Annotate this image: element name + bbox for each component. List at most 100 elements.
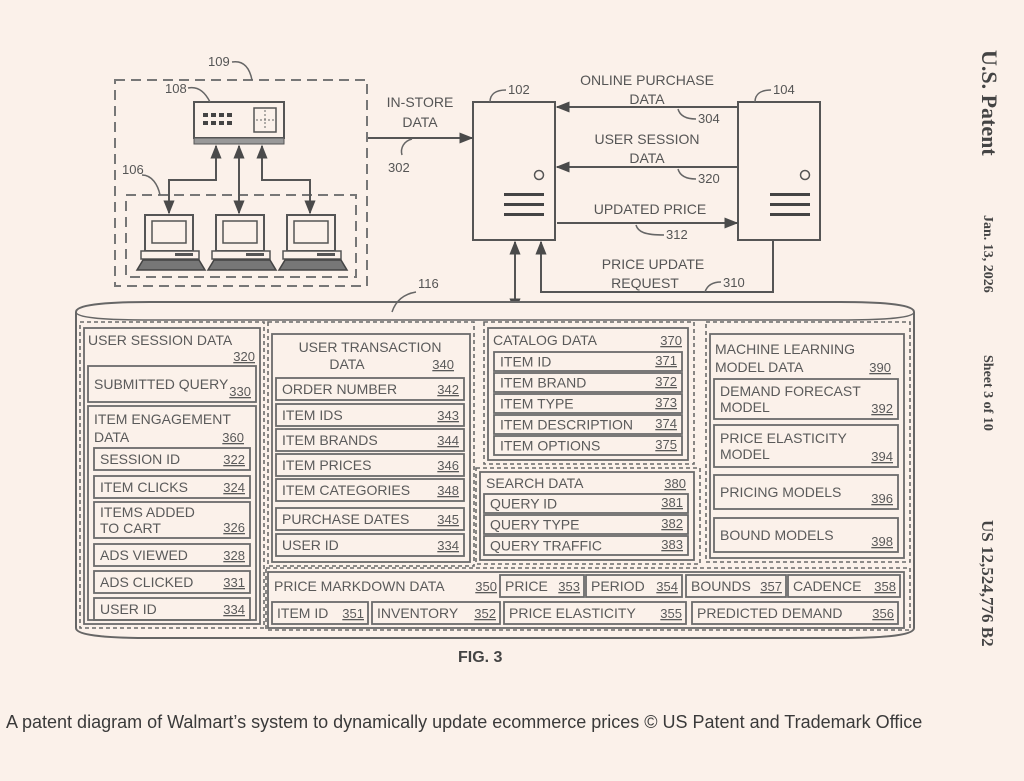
field-label: PRICE ELASTICITY — [509, 605, 636, 621]
field-box — [275, 533, 465, 557]
leader-106 — [141, 174, 161, 196]
catalog-dashed-outline — [483, 321, 695, 465]
server-icon — [504, 169, 545, 216]
engagement-field: SESSION ID 322 — [93, 447, 251, 471]
field-box — [483, 514, 689, 535]
field-label: ITEM BRANDS — [282, 432, 378, 448]
field-box — [713, 517, 899, 553]
ref-304: 304 — [698, 111, 720, 126]
field-ref: 383 — [661, 537, 683, 552]
field-box — [713, 474, 899, 510]
flow-label: DATA — [629, 150, 665, 166]
field-label: PREDICTED DEMAND — [697, 605, 842, 621]
field-label: BOUNDS — [691, 578, 751, 594]
field-box — [275, 478, 465, 502]
field-box — [483, 535, 689, 556]
field-label: ITEM OPTIONS — [500, 438, 600, 454]
field-box — [503, 601, 687, 625]
field-box — [499, 574, 585, 598]
price-markdown-title-label: PRICE MARKDOWN DATA — [274, 578, 445, 594]
patent-title: U.S. Patent — [977, 50, 1002, 156]
field-label: CADENCE — [793, 578, 861, 594]
field-label: BOUND MODELS — [720, 527, 834, 543]
field-ref: 348 — [437, 483, 459, 498]
price-markdown-dashed-outline — [265, 567, 911, 631]
ref-312: 312 — [666, 227, 688, 242]
field-ref: 382 — [661, 516, 683, 531]
field-ref: 326 — [223, 520, 245, 535]
ml-dashed-outline — [705, 321, 911, 563]
field-label: ITEM CATEGORIES — [282, 482, 410, 498]
field-box — [271, 601, 369, 625]
field-label: QUERY ID — [490, 496, 557, 512]
server-icon — [770, 169, 811, 216]
field-box — [483, 493, 689, 514]
field-ref: 345 — [437, 512, 459, 527]
user-transaction-ref: 340 — [432, 357, 454, 372]
field-ref: 355 — [660, 606, 682, 621]
search-title: SEARCH DATA — [486, 475, 584, 491]
search-field: QUERY ID 381 — [483, 493, 689, 514]
field-label: PRICING MODELS — [720, 484, 841, 500]
computer-terminal-icon — [135, 214, 207, 271]
flow-label: PRICE UPDATE — [602, 256, 704, 272]
database-cylinder-icon: 116 — [75, 276, 915, 639]
field-ref: 381 — [661, 495, 683, 510]
field-label: PERIOD — [591, 578, 645, 594]
price-markdown-ref: 350 — [475, 579, 497, 594]
user-session-dashed-outline — [79, 321, 265, 629]
field-label: ITEM PRICES — [282, 457, 371, 473]
patent-sheet: Sheet 3 of 10 — [980, 355, 995, 431]
user-session-box — [83, 327, 261, 625]
field-box — [93, 475, 251, 499]
field-label: SUBMITTED QUERY — [94, 376, 229, 392]
leader-108 — [187, 86, 211, 103]
computer-terminal-icon — [277, 214, 349, 271]
ref-106: 106 — [122, 162, 144, 177]
item-engagement-ref: 360 — [222, 430, 244, 445]
flow-updated-price: UPDATED PRICE 312 — [557, 201, 739, 242]
network-switch-icon — [193, 101, 285, 145]
field-ref: 374 — [655, 416, 677, 431]
flow-online-purchase-data: ONLINE PURCHASE DATA 304 — [555, 72, 737, 126]
field-ref: 354 — [656, 579, 678, 594]
field-ref: 330 — [229, 384, 251, 399]
field-label: PRICE — [505, 578, 548, 594]
ml-title: MODEL DATA — [715, 359, 804, 375]
field-label: SESSION ID — [100, 451, 180, 467]
field-label: ADS VIEWED — [100, 547, 188, 563]
field-box — [493, 351, 683, 372]
search-dashed-outline — [475, 467, 701, 565]
field-ref: 346 — [437, 458, 459, 473]
field-box — [585, 574, 683, 598]
flow-label: REQUEST — [611, 275, 679, 291]
field-box — [275, 453, 465, 477]
field-ref: 373 — [655, 395, 677, 410]
field-box — [93, 447, 251, 471]
item-engagement-title: DATA — [94, 429, 130, 445]
field-ref: 322 — [223, 452, 245, 467]
field-ref: 331 — [223, 575, 245, 590]
field-label: ITEMS ADDED — [100, 504, 195, 520]
server-104: 104 — [737, 82, 821, 241]
markdown-field: PERIOD 354 — [585, 574, 683, 598]
server-102: 102 — [472, 82, 556, 241]
